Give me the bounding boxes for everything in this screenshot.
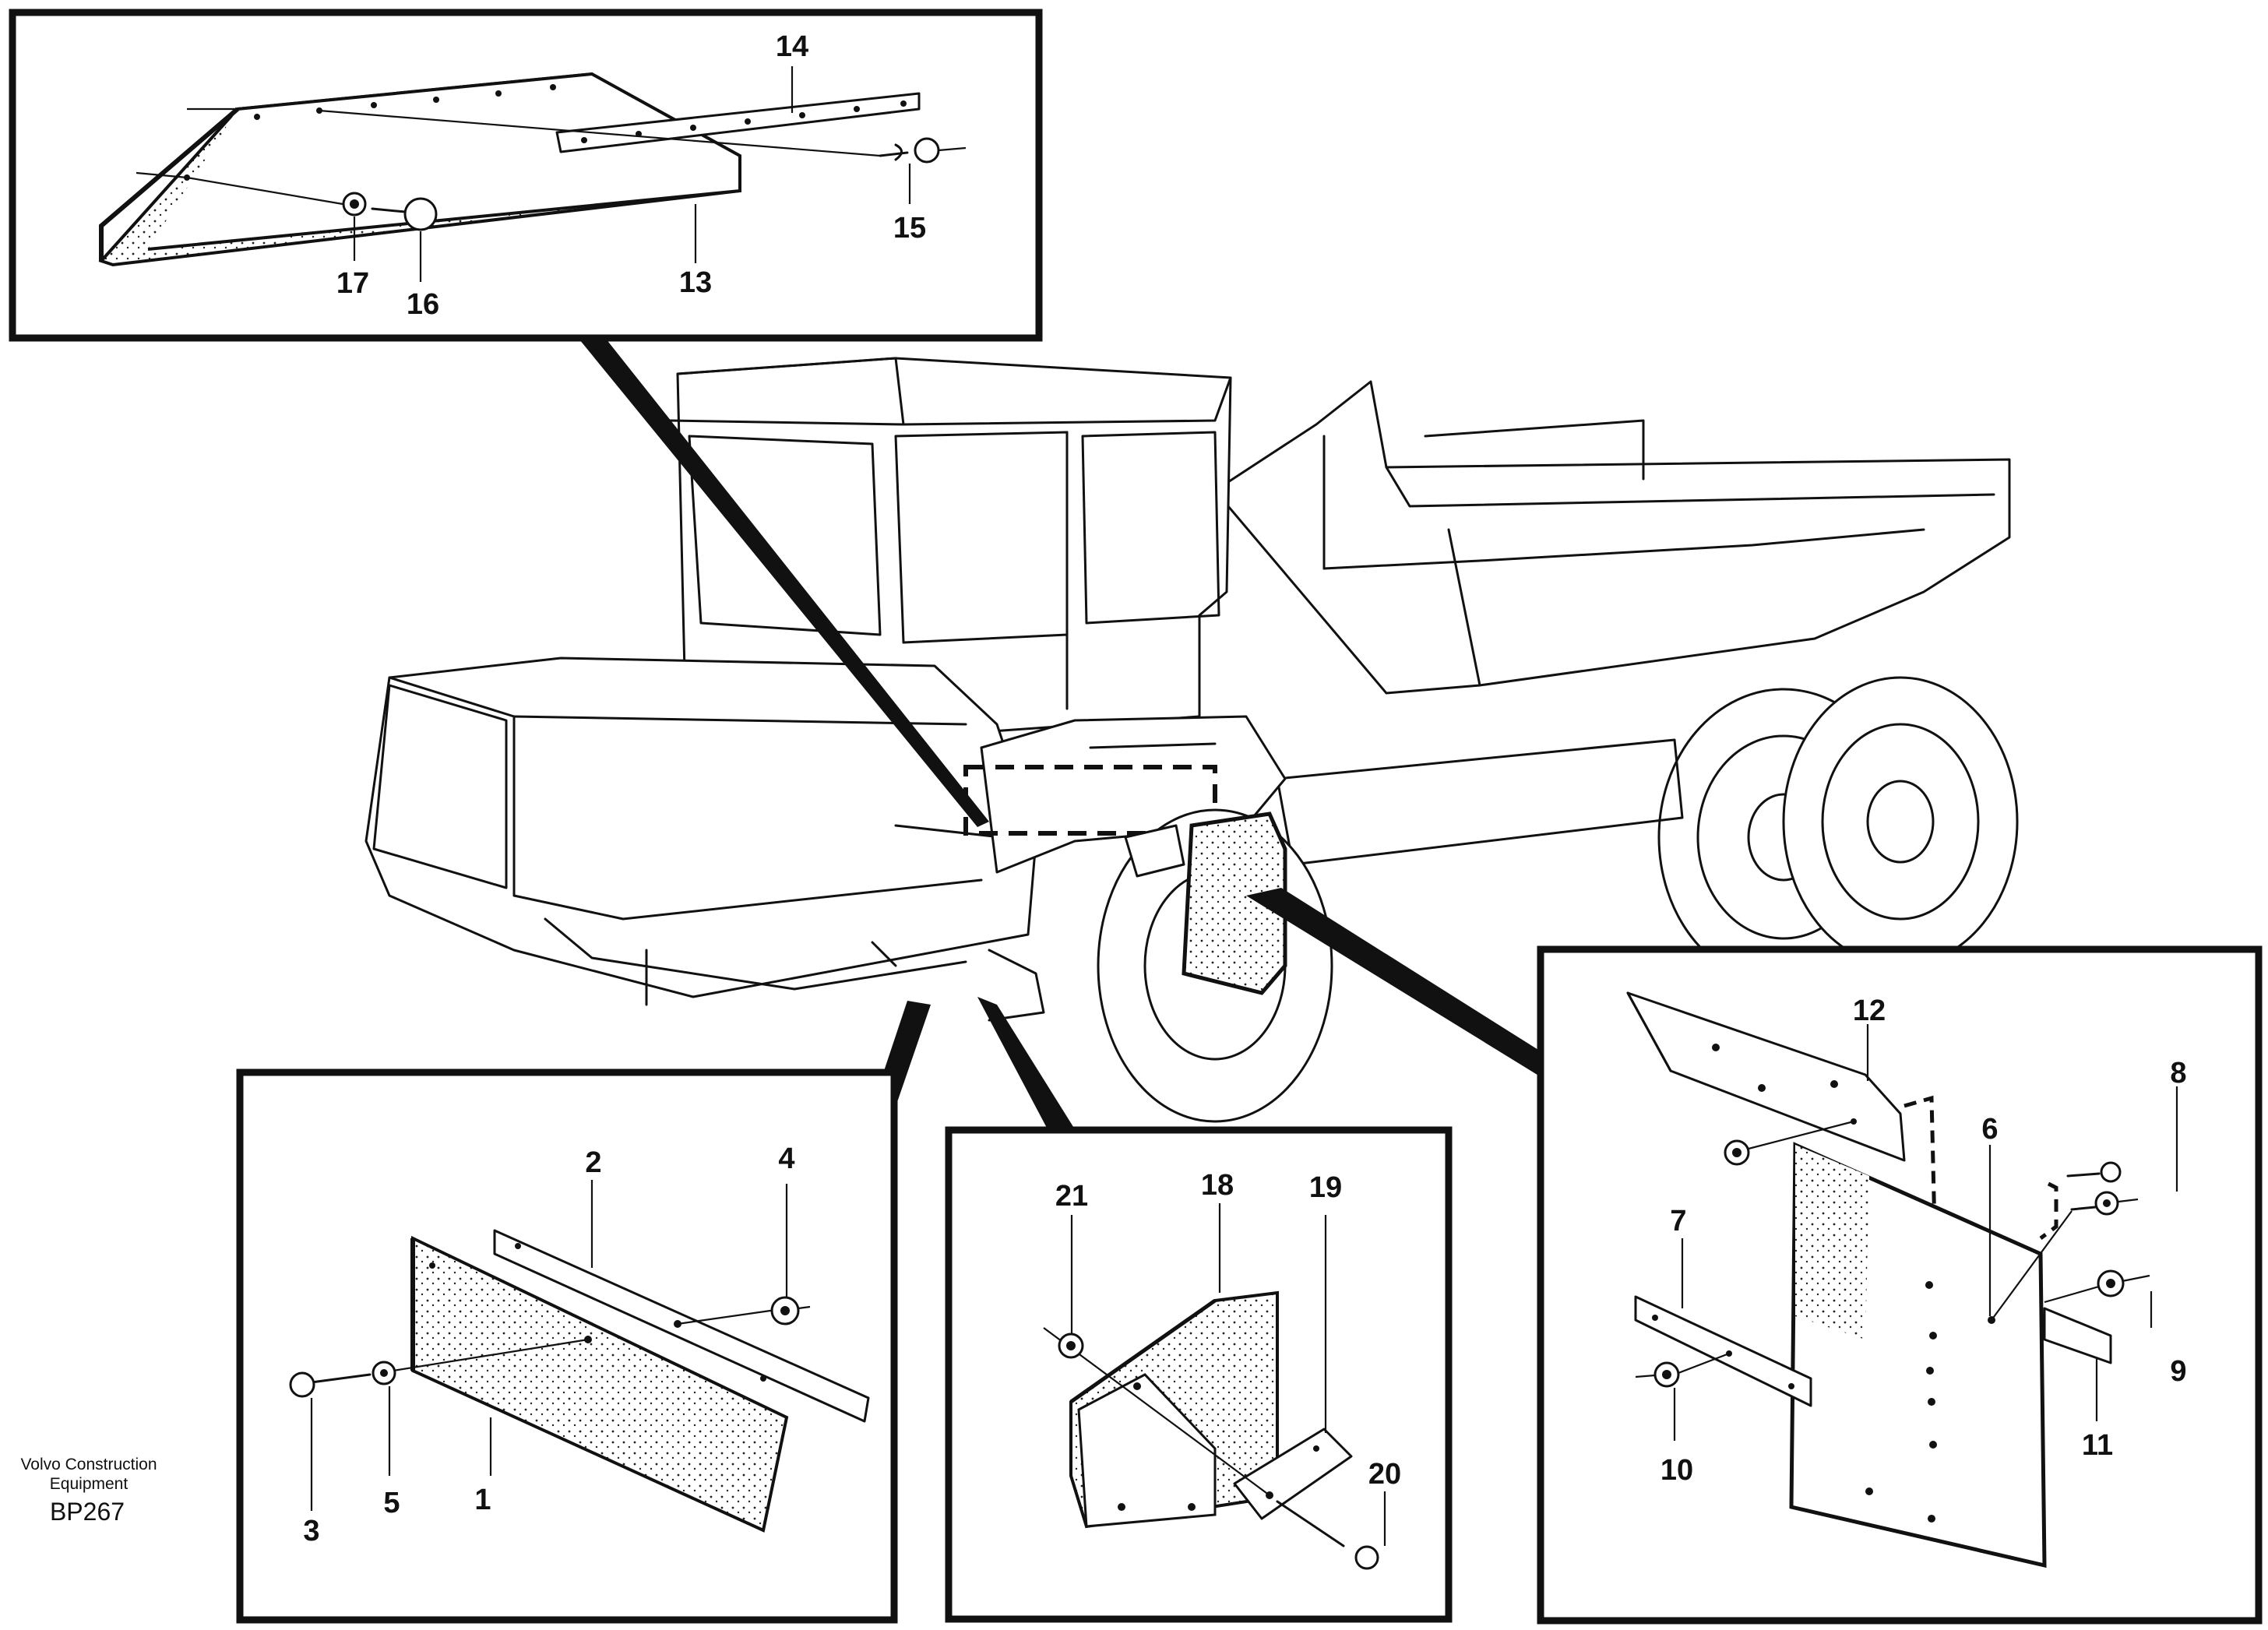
callout-9: 9 bbox=[2170, 1355, 2186, 1388]
callout-5: 5 bbox=[383, 1487, 400, 1519]
callout-16: 16 bbox=[407, 288, 439, 321]
articulated-hauler-illustration bbox=[364, 357, 2019, 1123]
callout-18: 18 bbox=[1201, 1169, 1234, 1202]
callout-13: 13 bbox=[679, 266, 712, 299]
callout-11: 11 bbox=[2082, 1429, 2113, 1462]
callout-19: 19 bbox=[1309, 1171, 1342, 1204]
callout-14: 14 bbox=[776, 30, 808, 63]
detail-panel-front-flap: 2 4 3 5 1 bbox=[236, 1068, 898, 1624]
callout-15: 15 bbox=[893, 212, 926, 245]
callout-2: 2 bbox=[585, 1146, 601, 1179]
callout-4: 4 bbox=[778, 1142, 794, 1175]
callout-7: 7 bbox=[1670, 1205, 1686, 1237]
detail-panel-bracket: 21 18 19 20 bbox=[945, 1126, 1453, 1623]
callout-21: 21 bbox=[1055, 1180, 1088, 1213]
detail-panel-fender-guard: 14 15 16 17 13 bbox=[9, 9, 1043, 342]
callout-3: 3 bbox=[303, 1515, 319, 1547]
drawing-code: BP267 bbox=[50, 1498, 125, 1526]
callout-1: 1 bbox=[474, 1484, 491, 1516]
callout-10: 10 bbox=[1660, 1454, 1693, 1487]
callout-8: 8 bbox=[2170, 1057, 2186, 1090]
caption-maker-line1: Volvo Construction bbox=[20, 1456, 157, 1473]
callout-6: 6 bbox=[1981, 1113, 1998, 1146]
callout-12: 12 bbox=[1853, 995, 1886, 1027]
callout-20: 20 bbox=[1368, 1458, 1401, 1491]
detail-panel-rear-flap: 12 8 6 7 9 10 11 bbox=[1537, 945, 2263, 1625]
drawing-caption: Volvo Construction Equipment BP267 bbox=[20, 1456, 157, 1526]
callout-17: 17 bbox=[336, 267, 369, 300]
caption-maker-line2: Equipment bbox=[50, 1475, 129, 1493]
